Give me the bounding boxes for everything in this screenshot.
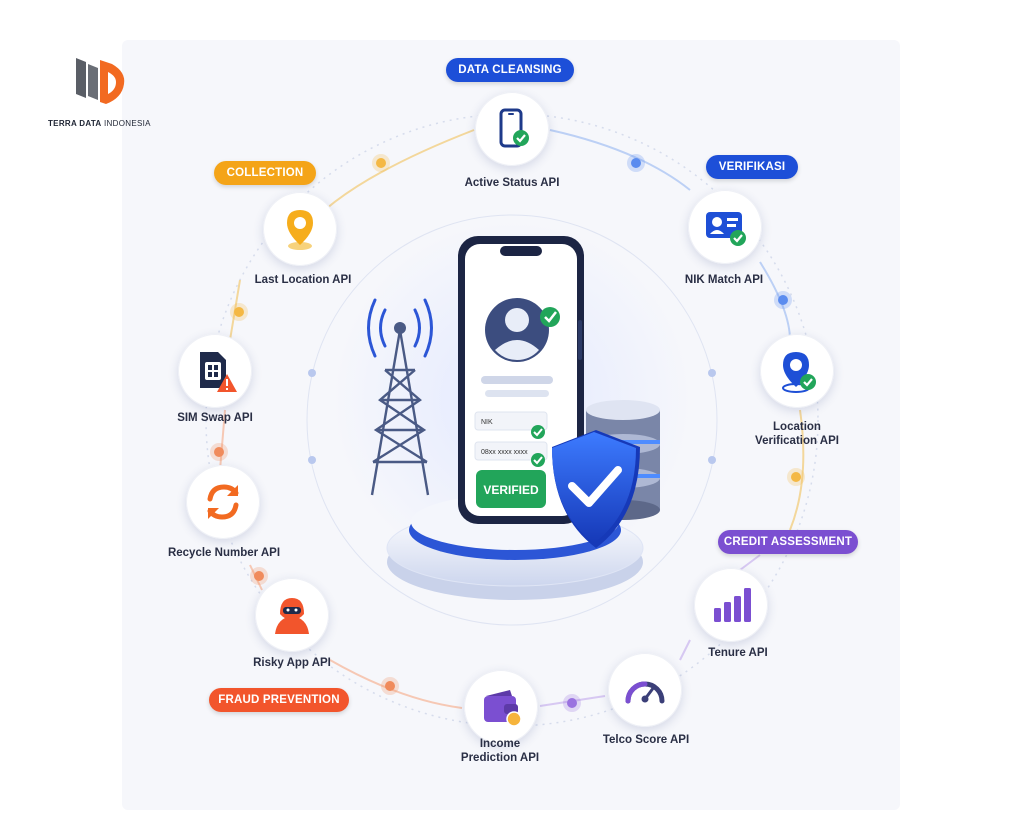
brand-name: TERRA DATA INDONESIA bbox=[48, 119, 151, 128]
nik-match-label: NIK Match API bbox=[684, 274, 764, 286]
location-verification-node bbox=[760, 334, 834, 408]
category-credit-assessment: CREDIT ASSESSMENT bbox=[718, 530, 858, 554]
location-check-icon bbox=[782, 352, 816, 393]
risky-app-label: Risky App API bbox=[253, 657, 331, 669]
recycle-arrows-icon bbox=[207, 484, 239, 520]
nik-match-node bbox=[688, 190, 762, 264]
last-location-label: Last Location API bbox=[254, 274, 352, 286]
sim-swap-node bbox=[178, 334, 252, 408]
recycle-number-label: Recycle Number API bbox=[167, 547, 281, 559]
id-card-check-icon bbox=[706, 212, 746, 246]
gauge-icon bbox=[625, 681, 665, 704]
phone-check-icon bbox=[499, 108, 529, 148]
active-status-node bbox=[475, 92, 549, 166]
active-status-label: Active Status API bbox=[464, 177, 560, 189]
hacker-icon bbox=[275, 598, 309, 634]
category-fraud-prevention: FRAUD PREVENTION bbox=[209, 688, 349, 712]
shield-check-icon bbox=[552, 430, 640, 548]
verified-stamp: VERIFIED bbox=[483, 483, 539, 497]
sim-swap-label: SIM Swap API bbox=[177, 412, 253, 424]
wallet-icon bbox=[484, 690, 522, 727]
recycle-number-node bbox=[186, 465, 260, 539]
sim-warning-icon bbox=[200, 352, 237, 392]
telco-score-label: Telco Score API bbox=[602, 734, 690, 746]
phone-field-number: 08xx xxxx xxxx bbox=[481, 449, 528, 456]
map-pin-icon bbox=[287, 210, 313, 250]
category-verifikasi: VERIFIKASI bbox=[706, 155, 798, 179]
last-location-node bbox=[263, 192, 337, 266]
bar-chart-icon bbox=[714, 588, 751, 622]
tenure-node bbox=[694, 568, 768, 642]
category-collection: COLLECTION bbox=[214, 161, 316, 185]
category-data-cleansing: DATA CLEANSING bbox=[446, 58, 574, 82]
tenure-label: Tenure API bbox=[708, 647, 768, 659]
terra-data-logo bbox=[76, 58, 125, 104]
telco-score-node bbox=[608, 653, 682, 727]
income-prediction-node bbox=[464, 670, 538, 744]
phone-field-nik: NIK bbox=[481, 419, 493, 426]
risky-app-node bbox=[255, 578, 329, 652]
